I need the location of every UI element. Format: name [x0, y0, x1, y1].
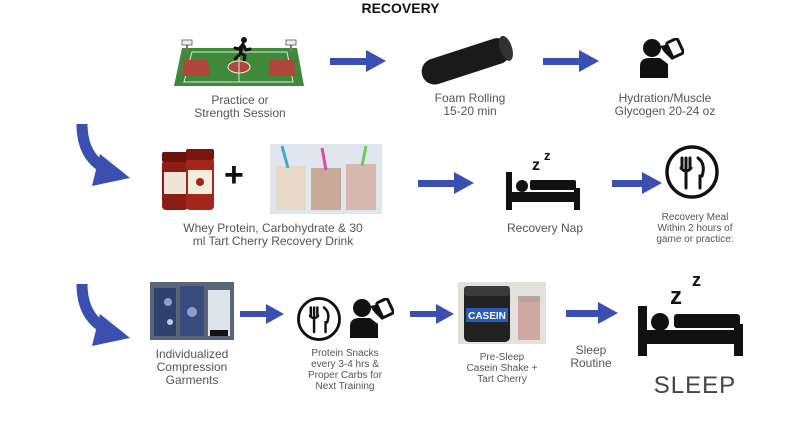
basketball-court-image	[174, 39, 304, 86]
drinking-person-icon	[350, 298, 394, 338]
svg-text:z: z	[670, 283, 682, 310]
flow-arrow	[418, 172, 474, 194]
curved-flow-arrow	[76, 283, 130, 346]
curved-flow-arrow	[76, 123, 130, 186]
recovery-drinks-image	[270, 144, 382, 214]
flow-arrow	[330, 50, 386, 72]
svg-text:z: z	[544, 148, 551, 163]
flow-arrow	[543, 50, 599, 72]
utensils-snack-icon	[297, 297, 341, 341]
snacks-label: Protein Snacks every 3-4 hrs & Proper Ca…	[308, 348, 382, 392]
hydration-label: Hydration/Muscle Glycogen 20-24 oz	[614, 91, 716, 118]
page-title: RECOVERY	[361, 0, 440, 16]
casein-label-text: CASEIN	[468, 311, 506, 322]
compression-label: Individualized Compression Garments	[155, 347, 229, 387]
casein-shake-image: CASEIN	[458, 282, 546, 344]
nap-label: Recovery Nap	[506, 221, 584, 235]
flow-arrow	[566, 302, 618, 324]
bed-nap-icon: z z	[506, 148, 580, 210]
sleep-routine-label: Sleep Routine	[570, 343, 612, 370]
sleep-label: SLEEP	[653, 372, 737, 399]
flow-arrow	[612, 172, 662, 194]
compression-garments-image	[150, 282, 234, 340]
svg-text:z: z	[692, 270, 701, 290]
presleep-label: Pre-Sleep Casein Shake + Tart Cherry	[466, 352, 538, 385]
foam-label: Foam Rolling 15-20 min	[434, 91, 506, 118]
drinking-person-icon	[640, 38, 684, 78]
runner-icon	[233, 37, 252, 61]
bed-sleep-icon: z z	[638, 270, 743, 356]
svg-text:z: z	[532, 157, 540, 174]
meal-label: Recovery Meal Within 2 hours of game or …	[656, 212, 734, 245]
tart-cherry-bottles-image	[162, 149, 214, 210]
flow-arrow	[410, 304, 454, 324]
flow-arrow	[240, 304, 284, 324]
foam-roller-image	[421, 36, 513, 85]
drink-label: Whey Protein, Carbohydrate & 30 ml Tart …	[183, 221, 363, 248]
practice-label: Practice or Strength Session	[194, 93, 286, 120]
utensils-meal-icon	[665, 145, 719, 199]
plus-sign: +	[224, 156, 244, 194]
